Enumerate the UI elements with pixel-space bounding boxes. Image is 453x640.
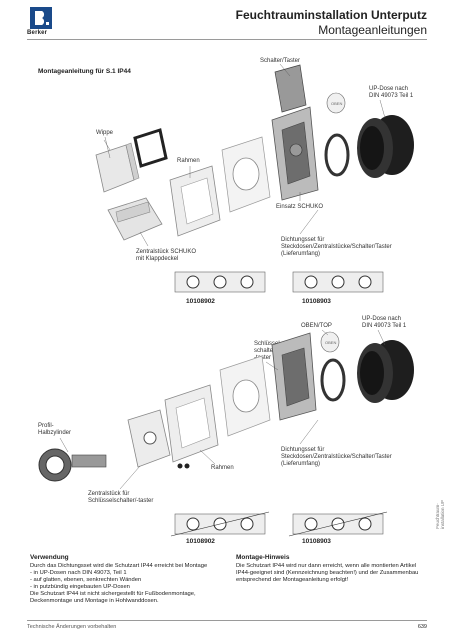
label-dicht2-3: (Lieferumfang) bbox=[281, 461, 321, 467]
frame-triple-right bbox=[292, 271, 384, 293]
frame-triple-left bbox=[174, 271, 266, 293]
label-zentral2-2: Schlüsselschalter/-taster bbox=[88, 498, 154, 504]
label-profil-2: Halbzylinder bbox=[38, 430, 72, 436]
verwendung-line: - in putzbündig eingebauten UP-Dosen bbox=[30, 584, 130, 590]
frames-row-1 bbox=[174, 271, 384, 293]
header-divider bbox=[27, 39, 427, 40]
article-code-left-1: 10108902 bbox=[186, 298, 215, 305]
label-zentral-2: mit Klappdeckel bbox=[136, 256, 179, 262]
label-wippe: Wippe bbox=[96, 130, 114, 136]
hinweis-line: entsprechend der Montageanleitung erfolg… bbox=[236, 577, 349, 583]
verwendung-body: Durch das Dichtungsset wird die Schutzar… bbox=[30, 563, 235, 605]
zentral-part bbox=[107, 197, 163, 241]
label-updose-2: DIN 49073 Teil 1 bbox=[369, 93, 414, 99]
footer-divider bbox=[27, 620, 427, 621]
hinweis-title: Montage-Hinweis bbox=[236, 554, 290, 561]
verwendung-line: Die Schutzart IP44 ist nicht sichergeste… bbox=[30, 591, 196, 597]
frame-triple-left-2 bbox=[170, 511, 270, 537]
hinweis-line: IP44-geeignet sind (Kennzeichnung beacht… bbox=[236, 570, 419, 576]
label-dicht-1: Dichtungsset für bbox=[281, 237, 325, 243]
berker-logo bbox=[30, 7, 52, 29]
wippe-part bbox=[95, 139, 140, 193]
verwendung-line: - auf glatten, ebenen, senkrechten Wände… bbox=[30, 577, 142, 583]
label-dicht-3: (Lieferumfang) bbox=[281, 251, 321, 257]
brand-name: Berker bbox=[27, 30, 48, 36]
hinweis-body: Die Schutzart IP44 wird nur dann erreich… bbox=[236, 563, 431, 584]
article-code-right-2: 10108903 bbox=[302, 538, 331, 545]
hinweis-line: Die Schutzart IP44 wird nur dann erreich… bbox=[236, 563, 417, 569]
profilzylinder-part bbox=[38, 448, 107, 482]
label-obentop: OBEN/TOP bbox=[301, 323, 332, 329]
label-dicht2-2: Steckdosen/Zentralstücke/Schalter/Taster bbox=[281, 454, 392, 460]
label-updose2-1: UP-Dose nach bbox=[362, 316, 402, 322]
side-tab: Feuchtraum- installation UP bbox=[435, 500, 445, 529]
rahmen-part bbox=[169, 165, 221, 237]
frame-triple-right-2 bbox=[288, 511, 388, 537]
article-code-right-1: 10108903 bbox=[302, 298, 331, 305]
label-zentral2-1: Zentralstück für bbox=[88, 491, 130, 497]
article-code-left-2: 10108902 bbox=[186, 538, 215, 545]
schluessel-zentral-part bbox=[127, 409, 171, 468]
updose-part bbox=[357, 115, 414, 178]
verwendung-line: - in UP-Dosen nach DIN 49073, Teil 1 bbox=[30, 570, 127, 576]
label-profil-1: Profil- bbox=[38, 423, 54, 429]
label-rahmen: Rahmen bbox=[177, 158, 200, 164]
page-subtitle: Montageanleitungen bbox=[318, 23, 427, 37]
oben-sticker2-text: OBEN bbox=[325, 340, 336, 345]
verwendung-title: Verwendung bbox=[30, 554, 69, 561]
side-tab-line-2: installation UP bbox=[440, 500, 445, 529]
label-schluessel-2: schalter/ bbox=[254, 348, 277, 354]
oben-sticker-text: OBEN bbox=[331, 101, 342, 106]
section-heading: Montageanleitung für S.1 IP44 bbox=[38, 68, 131, 75]
frames-row-2 bbox=[170, 511, 388, 537]
label-dicht2-1: Dichtungsset für bbox=[281, 447, 325, 453]
page-title: Feuchtrauminstallation Unterputz bbox=[235, 8, 427, 22]
label-updose-1: UP-Dose nach bbox=[369, 86, 409, 92]
label-schalter: Schalter/Taster bbox=[260, 58, 301, 64]
verwendung-line: Durch das Dichtungsset wird die Schutzar… bbox=[30, 563, 208, 569]
label-einsatz: Einsatz SCHUKO bbox=[276, 204, 324, 210]
label-zentral-1: Zentralstück SCHUKO bbox=[136, 249, 197, 255]
label-dicht-2: Steckdosen/Zentralstücke/Schalter/Taster bbox=[281, 244, 392, 250]
verwendung-line: Deckenmontage und Montage in Hohlwanddos… bbox=[30, 598, 159, 604]
footer-note: Technische Änderungen vorbehalten bbox=[27, 624, 117, 630]
label-schluessel-1: Schlüssel- bbox=[254, 341, 282, 347]
label-updose2-2: DIN 49073 Teil 1 bbox=[362, 323, 407, 329]
page-number: 639 bbox=[417, 624, 427, 630]
label-rahmen-2: Rahmen bbox=[211, 465, 234, 471]
